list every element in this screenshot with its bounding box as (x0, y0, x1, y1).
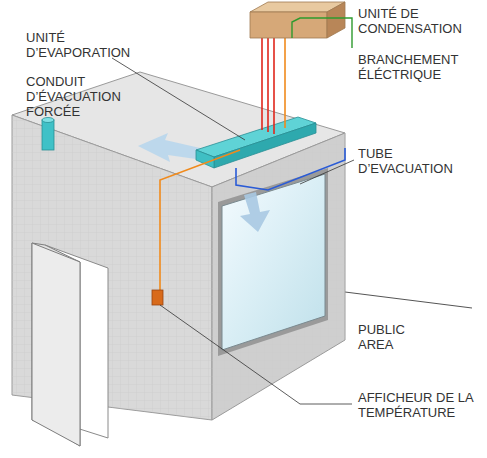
callout-label: AFFICHEUR DE LA TEMPÉRATURE (358, 390, 482, 420)
callout-label: TUBE D’EVACUATION (358, 146, 458, 176)
callout-label: BRANCHEMENT ÉLÉCTRIQUE (358, 52, 478, 82)
callout-label: UNITÉ D’EVAPORATION (26, 30, 136, 60)
callout-label: UNITÉ DE CONDENSATION (358, 6, 478, 36)
callout-label: PUBLIC AREA (358, 322, 418, 352)
callout-label: CONDUIT D’ÉVACUATION FORCÉE (26, 74, 136, 119)
